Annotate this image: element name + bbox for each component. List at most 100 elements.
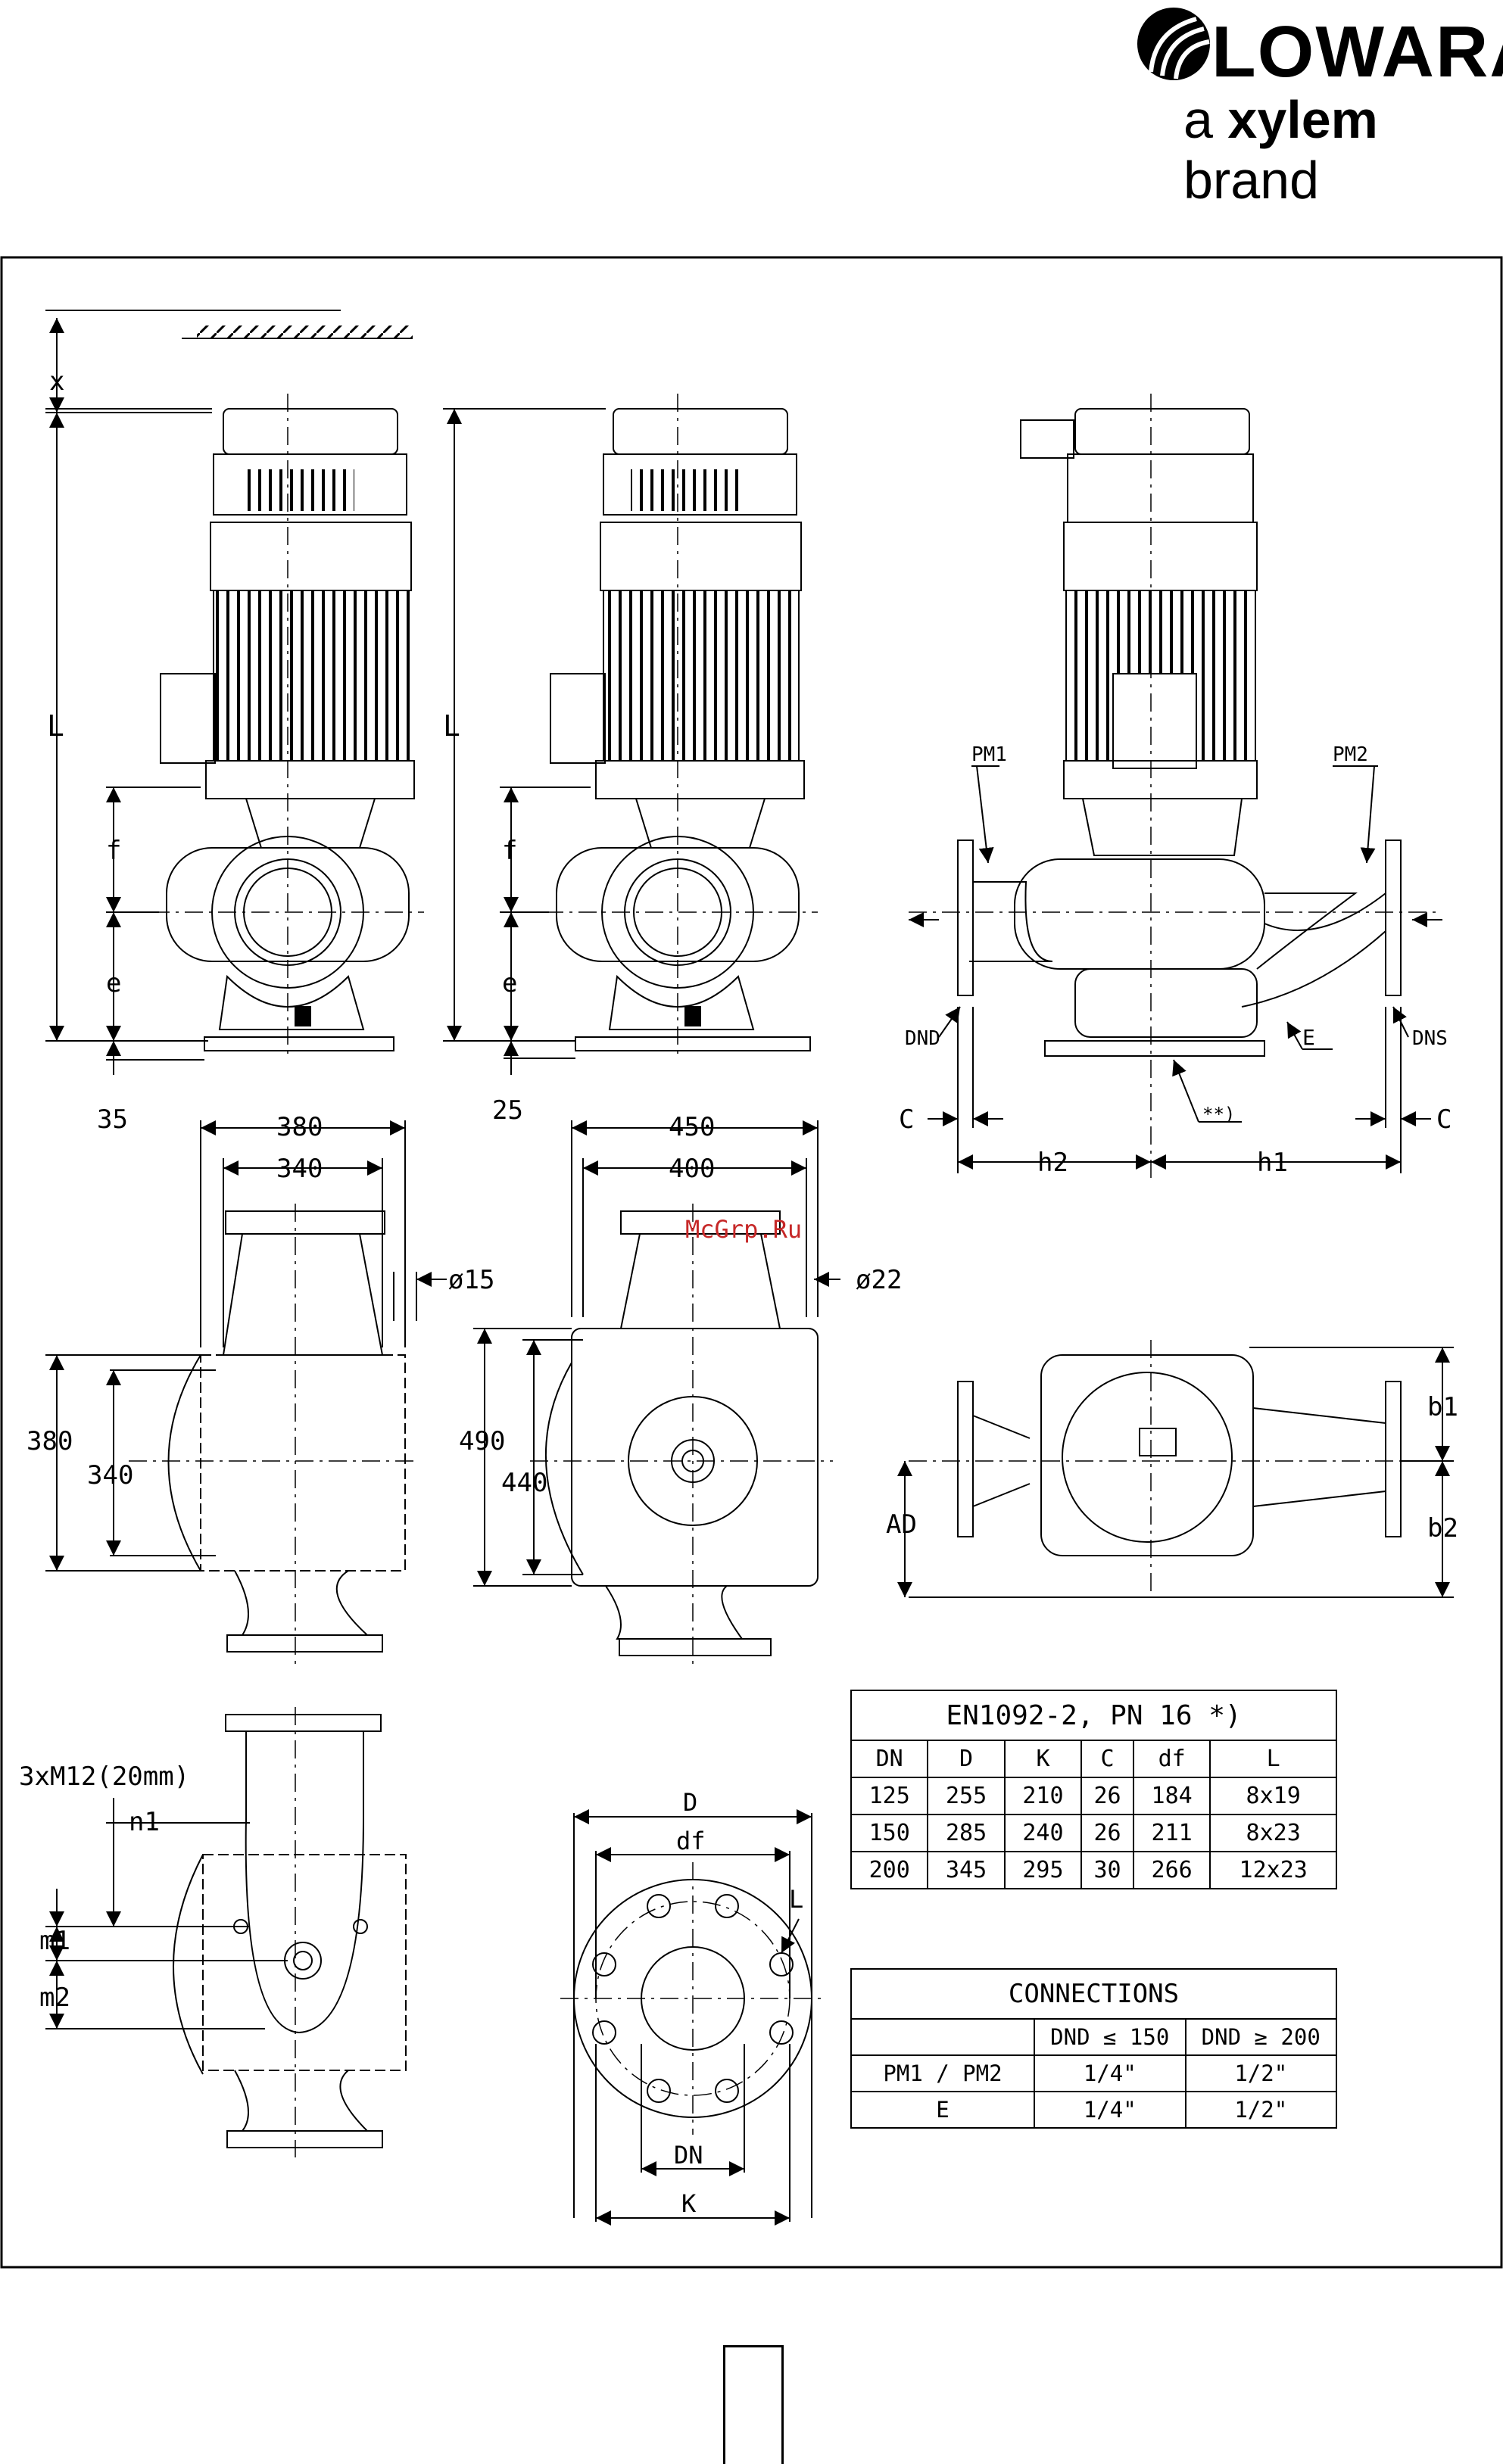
dim-ad: AD bbox=[886, 1509, 917, 1540]
table-cell: 30 bbox=[1080, 1851, 1134, 1889]
brand-name: LOWARA bbox=[1211, 11, 1503, 92]
header-k: K bbox=[1003, 1740, 1083, 1778]
flange-detail bbox=[560, 1862, 825, 2135]
dim-f-2: f bbox=[502, 836, 517, 866]
table-cell: 1/4" bbox=[1034, 2091, 1186, 2129]
dim-m1: m1 bbox=[39, 1926, 70, 1956]
table-cell: PM1 / PM2 bbox=[850, 2054, 1035, 2092]
header-dnd-ge-200: DND ≥ 200 bbox=[1184, 2018, 1337, 2056]
label-e: E bbox=[1302, 1025, 1315, 1050]
flange-table-header: DN D K C df L bbox=[850, 1740, 1337, 1778]
table-cell: 210 bbox=[1003, 1777, 1083, 1815]
header-c: C bbox=[1080, 1740, 1134, 1778]
dim-w400: 400 bbox=[669, 1154, 715, 1184]
label-bolt: 3xM12(20mm) bbox=[19, 1762, 189, 1792]
flange-table-caption: EN1092-2, PN 16 *) bbox=[850, 1690, 1337, 1741]
header-blank bbox=[850, 2018, 1035, 2056]
dim-L-1: L bbox=[47, 709, 64, 743]
page-number-box bbox=[723, 2345, 784, 2464]
table-cell: 240 bbox=[1003, 1814, 1083, 1852]
dim-n1: n1 bbox=[129, 1807, 160, 1837]
table-cell: 8x19 bbox=[1209, 1777, 1337, 1815]
dim-w450: 450 bbox=[669, 1112, 715, 1142]
brand-tagline: a xylem brand bbox=[1183, 90, 1378, 210]
technical-drawing: x L f e bbox=[0, 256, 1503, 2269]
table-row: E 1/4" 1/2" bbox=[850, 2091, 1337, 2129]
dim-d22: ø22 bbox=[856, 1265, 902, 1295]
ceiling-hatch bbox=[45, 310, 413, 413]
dim-c-left: C bbox=[899, 1104, 914, 1135]
table-cell: 345 bbox=[927, 1851, 1006, 1889]
dim-35: 35 bbox=[97, 1104, 128, 1135]
header-dn: DN bbox=[850, 1740, 929, 1778]
table-row: 125 255 210 26 184 8x19 bbox=[850, 1777, 1337, 1815]
table-cell: 8x23 bbox=[1209, 1814, 1337, 1852]
table-row: 150 285 240 26 211 8x23 bbox=[850, 1814, 1337, 1852]
dim-b1: b1 bbox=[1427, 1392, 1458, 1422]
label-dns: DNS bbox=[1412, 1027, 1448, 1050]
pump-side-view bbox=[909, 394, 1439, 1181]
dim-K: K bbox=[681, 2189, 697, 2218]
pump-front-view-2 bbox=[545, 394, 818, 1060]
dim-c-right: C bbox=[1436, 1104, 1452, 1135]
table-cell: 150 bbox=[850, 1814, 929, 1852]
header-l: L bbox=[1209, 1740, 1337, 1778]
dim-e-1: e bbox=[106, 968, 121, 998]
watermark: McGrp.Ru bbox=[685, 1215, 802, 1244]
table-cell: 26 bbox=[1080, 1777, 1134, 1815]
label-dnd: DND bbox=[905, 1027, 940, 1050]
table-cell: 184 bbox=[1132, 1777, 1211, 1815]
dim-m2: m2 bbox=[39, 1983, 70, 2013]
pump-top-view-2 bbox=[530, 1204, 833, 1665]
dim-25: 25 bbox=[492, 1095, 523, 1126]
table-row: 200 345 295 30 266 12x23 bbox=[850, 1851, 1337, 1889]
dim-D: D bbox=[683, 1788, 697, 1817]
dim-h490: 490 bbox=[459, 1426, 505, 1456]
dim-d15: ø15 bbox=[448, 1265, 494, 1295]
drawing-frame bbox=[0, 256, 1503, 2269]
table-cell: 1/4" bbox=[1034, 2054, 1186, 2092]
table-cell: 125 bbox=[850, 1777, 929, 1815]
pump-bottom-view bbox=[173, 1707, 407, 2157]
connections-table: CONNECTIONS DND ≤ 150 DND ≥ 200 PM1 / PM… bbox=[850, 1968, 1337, 2129]
header-dnd-le-150: DND ≤ 150 bbox=[1034, 2018, 1186, 2056]
table-cell: 1/2" bbox=[1184, 2091, 1337, 2129]
table-cell: 12x23 bbox=[1209, 1851, 1337, 1889]
table-cell: 1/2" bbox=[1184, 2054, 1337, 2092]
connections-table-header: DND ≤ 150 DND ≥ 200 bbox=[850, 2018, 1337, 2056]
flange-table: EN1092-2, PN 16 *) DN D K C df L 125 255… bbox=[850, 1690, 1337, 1889]
lowara-swirl-icon bbox=[1137, 8, 1210, 80]
dim-w380: 380 bbox=[276, 1112, 323, 1142]
dim-e-2: e bbox=[502, 968, 517, 998]
dim-h340: 340 bbox=[87, 1460, 133, 1491]
dim-L-hole: L bbox=[789, 1885, 803, 1914]
table-cell: 211 bbox=[1132, 1814, 1211, 1852]
pump-front-view-1 bbox=[151, 394, 424, 1060]
dim-df: df bbox=[676, 1827, 706, 1855]
table-cell: 266 bbox=[1132, 1851, 1211, 1889]
dim-b2: b2 bbox=[1427, 1513, 1458, 1544]
dim-h2: h2 bbox=[1037, 1148, 1068, 1178]
dim-h380: 380 bbox=[27, 1426, 73, 1456]
table-cell: 285 bbox=[927, 1814, 1006, 1852]
table-cell: 200 bbox=[850, 1851, 929, 1889]
dim-h1: h1 bbox=[1257, 1148, 1288, 1178]
header-d: D bbox=[927, 1740, 1006, 1778]
header-df: df bbox=[1132, 1740, 1211, 1778]
pump-top-view-1 bbox=[129, 1204, 416, 1665]
table-cell: E bbox=[850, 2091, 1035, 2129]
dim-w340: 340 bbox=[276, 1154, 323, 1184]
table-row: PM1 / PM2 1/4" 1/2" bbox=[850, 2054, 1337, 2092]
lowara-logo bbox=[1060, 0, 1503, 159]
table-cell: 26 bbox=[1080, 1814, 1134, 1852]
connections-table-caption: CONNECTIONS bbox=[850, 1968, 1337, 2020]
pump-top-view-3 bbox=[909, 1340, 1446, 1597]
dim-f-1: f bbox=[106, 836, 121, 866]
dim-x: x bbox=[49, 366, 64, 397]
label-pm2: PM2 bbox=[1333, 743, 1368, 766]
dim-h440: 440 bbox=[501, 1468, 547, 1498]
label-pm1: PM1 bbox=[971, 743, 1007, 766]
table-cell: 295 bbox=[1003, 1851, 1083, 1889]
dim-L-2: L bbox=[443, 709, 460, 743]
table-cell: 255 bbox=[927, 1777, 1006, 1815]
